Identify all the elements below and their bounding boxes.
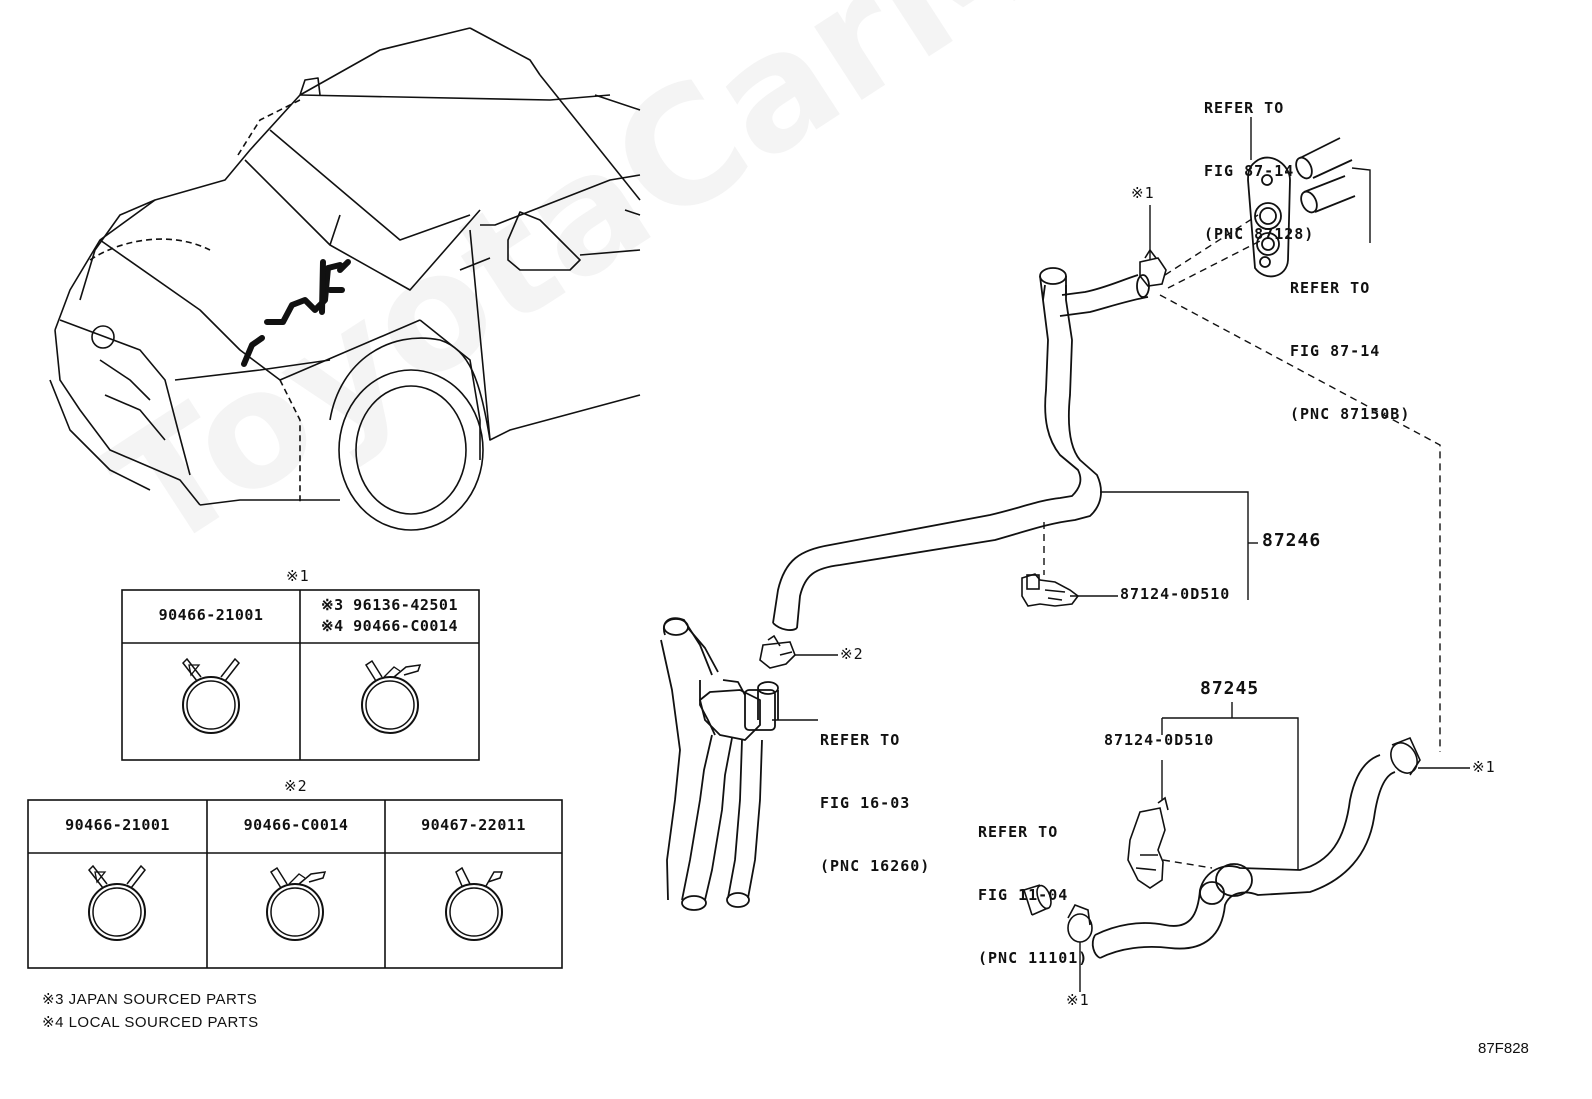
clip-87124-bottom xyxy=(1127,796,1169,889)
callout-refer-87150b: REFER TO FIG 87-14 (PNC 87150B) xyxy=(1290,236,1410,446)
callout-line: (PNC 11101) xyxy=(978,949,1089,967)
hose-87246 xyxy=(772,267,1150,631)
callout-line: FIG 16-03 xyxy=(820,794,911,812)
table2-cell-1-label: 90466-21001 xyxy=(65,816,170,834)
callout-line: FIG 11-04 xyxy=(978,886,1069,904)
callout-refer-11101: REFER TO FIG 11-04 (PNC 11101) xyxy=(978,780,1088,990)
mark2-label: ※2 xyxy=(840,645,864,663)
callout-line: (PNC 87150B) xyxy=(1290,405,1411,423)
part-number-87246: 87246 xyxy=(1262,530,1322,551)
note-local-sourced: ※4 LOCAL SOURCED PARTS xyxy=(42,1014,259,1031)
callout-refer-87128: REFER TO FIG 87-14 (PNC 87128) xyxy=(1204,56,1314,266)
mark1-right-label: ※1 xyxy=(1472,758,1496,776)
table1-cell-2-line: ※3 96136-42501 xyxy=(321,596,458,614)
clip-87124-top-label: 87124-0D510 xyxy=(1120,585,1231,603)
table1-cell-1-label: 90466-21001 xyxy=(158,606,264,624)
callout-line: REFER TO xyxy=(1290,279,1371,297)
clamp-mark1-right xyxy=(1390,736,1421,776)
note-japan-sourced: ※3 JAPAN SOURCED PARTS xyxy=(42,991,258,1008)
clamp-mark2-on-hose xyxy=(759,634,796,669)
clamp-table-1 xyxy=(121,589,480,761)
mark1-bottom-label: ※1 xyxy=(1066,991,1090,1009)
callout-line: (PNC 16260) xyxy=(820,857,931,875)
callout-line: REFER TO xyxy=(1204,99,1285,117)
clamp-table-2 xyxy=(27,799,563,969)
hose-pipe-assembly xyxy=(660,617,779,911)
callout-line: FIG 87-14 xyxy=(1290,342,1381,360)
vehicle-hose-routing xyxy=(241,259,351,367)
clip-87124-top xyxy=(1021,573,1080,607)
part-number-87245: 87245 xyxy=(1200,678,1260,699)
table1-cell-2-labels: ※3 96136-42501 ※4 90466-C0014 xyxy=(300,595,479,637)
table2-cell-3-label: 90467-22011 xyxy=(421,816,526,834)
vehicle-sketch xyxy=(49,27,641,531)
callout-line: (PNC 87128) xyxy=(1204,225,1315,243)
callout-line: REFER TO xyxy=(820,731,901,749)
callout-line: FIG 87-14 xyxy=(1204,162,1295,180)
table2-cell-2-label: 90466-C0014 xyxy=(243,816,349,834)
clip-87124-bottom-label: 87124-0D510 xyxy=(1104,731,1215,749)
callout-line: REFER TO xyxy=(978,823,1059,841)
connector-plate xyxy=(1247,137,1356,278)
callout-refer-16260: REFER TO FIG 16-03 (PNC 16260) xyxy=(820,688,930,898)
figure-id: 87F828 xyxy=(1478,1040,1529,1057)
clamp-mark1-top xyxy=(1139,248,1167,287)
table1-cell-2-line: ※4 90466-C0014 xyxy=(321,617,458,635)
pipe-stub-11101 xyxy=(1023,884,1052,916)
mark1-top-label: ※1 xyxy=(1131,184,1155,202)
hose-87245 xyxy=(1091,754,1396,959)
table1-title: ※1 xyxy=(286,567,310,585)
table2-title: ※2 xyxy=(284,777,308,795)
